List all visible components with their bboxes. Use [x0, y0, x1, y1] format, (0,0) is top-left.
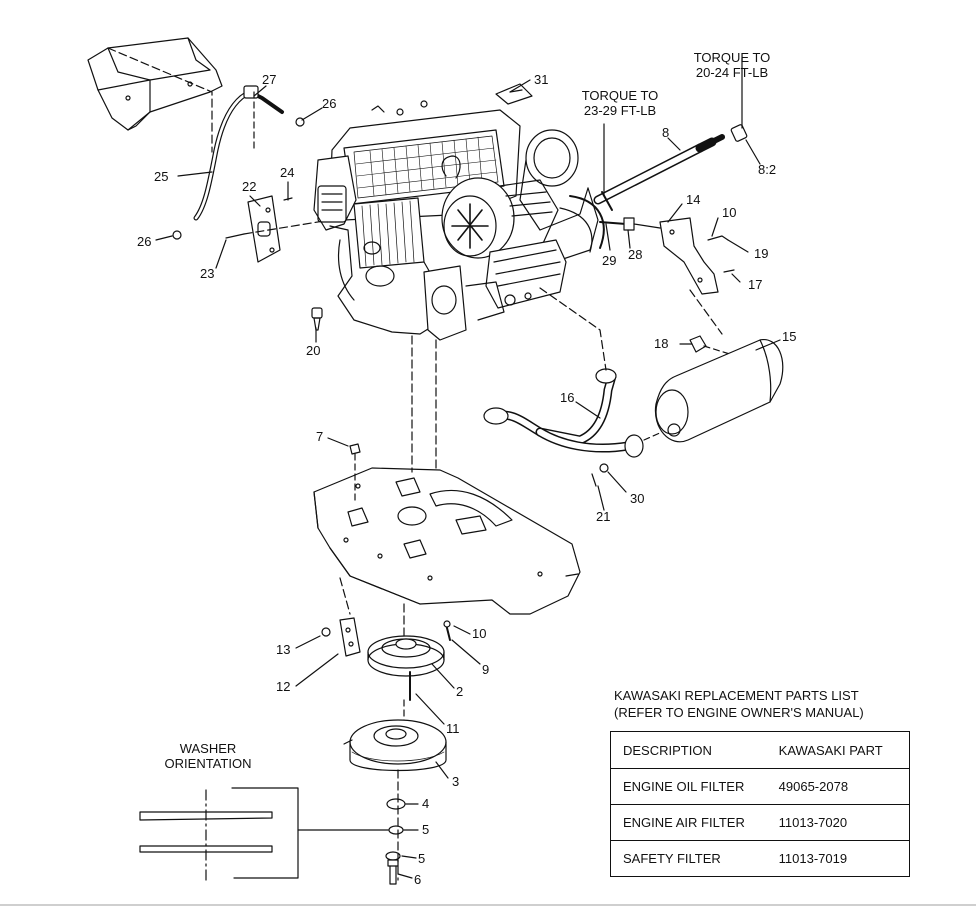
torque-note-lower: TORQUE TO 23-29 FT-LB [572, 88, 668, 118]
muffler [654, 339, 784, 443]
row-part-number: 11013-7020 [778, 804, 910, 841]
callout-25: 25 [154, 169, 169, 184]
callout-11: 11 [446, 721, 460, 736]
torque-note-lower-line2: 23-29 FT-LB [583, 103, 657, 118]
tag-part [495, 83, 533, 105]
exhaust-y-pipe [483, 368, 644, 458]
clutch-bracket [339, 617, 361, 657]
callout-8-2: 8:2 [758, 162, 777, 177]
row-part-number: 49065-2078 [778, 768, 910, 805]
tag-part-mark [509, 89, 523, 93]
callout-14: 14 [686, 192, 701, 207]
exhaust-pipe [593, 124, 748, 211]
leader-dash [539, 287, 607, 371]
leader-dash [339, 577, 351, 615]
parts-list-subtitle: (REFER TO ENGINE OWNER'S MANUAL) [614, 705, 864, 720]
torque-note-upper: TORQUE TO 20-24 FT-LB [684, 50, 780, 80]
callout-19: 19 [754, 246, 769, 261]
callout-29: 29 [602, 253, 617, 268]
callout-22: 22 [242, 179, 257, 194]
torque-note-lower-line1: TORQUE TO [581, 88, 659, 103]
callout-20: 20 [306, 343, 321, 358]
row-description: SAFETY FILTER [610, 840, 779, 877]
callout-21: 21 [596, 509, 611, 524]
callout-5: 5 [422, 822, 430, 837]
row-part-number: 11013-7019 [778, 840, 910, 877]
callout-24: 24 [280, 165, 295, 180]
mounting-plate [225, 195, 293, 263]
washer-orientation-detail [139, 787, 389, 881]
leader-dash [107, 47, 213, 153]
parts-list-title: KAWASAKI REPLACEMENT PARTS LIST [614, 688, 859, 703]
callout-4: 4 [422, 796, 430, 811]
fuel-hose [172, 85, 305, 240]
callout-15: 15 [782, 329, 797, 344]
callout-23: 23 [200, 266, 215, 281]
washer-orientation-line1: WASHER [179, 741, 237, 756]
shroud-bracket [87, 37, 223, 131]
parts-list-table: DESCRIPTION KAWASAKI PART ENGINE OIL FIL… [610, 731, 910, 877]
leader-dash [243, 219, 331, 235]
column-header-part-number: KAWASAKI PART [778, 742, 883, 758]
callout-26: 26 [137, 234, 152, 249]
callout-5: 5 [418, 851, 426, 866]
drain-plug [311, 307, 323, 331]
callout-2: 2 [456, 684, 464, 699]
washer [443, 620, 451, 628]
column-header-description: DESCRIPTION [623, 742, 712, 758]
spacer [386, 798, 406, 810]
table-header-row: DESCRIPTION KAWASAKI PART [611, 732, 910, 769]
pulley [367, 635, 445, 677]
table-row: ENGINE AIR FILTER 11013-7020 [610, 804, 910, 841]
washer [599, 463, 609, 473]
leader-dash [703, 345, 737, 357]
callout-10: 10 [472, 626, 487, 641]
callout-6: 6 [414, 872, 422, 887]
table-row: SAFETY FILTER 11013-7019 [610, 840, 910, 877]
row-description: ENGINE AIR FILTER [610, 804, 779, 841]
row-description: ENGINE OIL FILTER [610, 768, 779, 805]
bottom-divider [0, 904, 976, 906]
engine-deck-plate [313, 467, 581, 615]
muffler-bracket [659, 217, 735, 295]
oxygen-sensor [599, 217, 661, 231]
callout-18: 18 [654, 336, 669, 351]
engine-assembly [313, 100, 605, 341]
nut [321, 627, 331, 637]
torque-note-upper-line2: 20-24 FT-LB [695, 65, 769, 80]
callout-3: 3 [452, 774, 460, 789]
callout-12: 12 [276, 679, 291, 694]
table-row: ENGINE OIL FILTER 49065-2078 [610, 768, 910, 805]
bolt [349, 443, 361, 455]
callout-13: 13 [276, 642, 291, 657]
bolt [591, 473, 597, 487]
callout-26: 26 [322, 96, 337, 111]
callout-28: 28 [628, 247, 643, 262]
callout-27: 27 [262, 72, 277, 87]
callout-30: 30 [630, 491, 645, 506]
leader-dash [689, 289, 723, 335]
callout-8: 8 [662, 125, 670, 140]
callout-17: 17 [748, 277, 763, 292]
clutch-bolt [387, 859, 399, 885]
washer-orientation-label: WASHER ORIENTATION [158, 741, 258, 771]
callout-16: 16 [560, 390, 575, 405]
callout-7: 7 [316, 429, 324, 444]
torque-note-upper-line1: TORQUE TO [693, 50, 771, 65]
callout-9: 9 [482, 662, 490, 677]
washer-orientation-line2: ORIENTATION [164, 756, 252, 771]
callout-31: 31 [534, 72, 549, 87]
callout-leaders [155, 79, 781, 879]
pto-clutch [343, 719, 447, 772]
leader-dash [643, 431, 663, 441]
callout-10: 10 [722, 205, 737, 220]
washer [388, 825, 404, 835]
